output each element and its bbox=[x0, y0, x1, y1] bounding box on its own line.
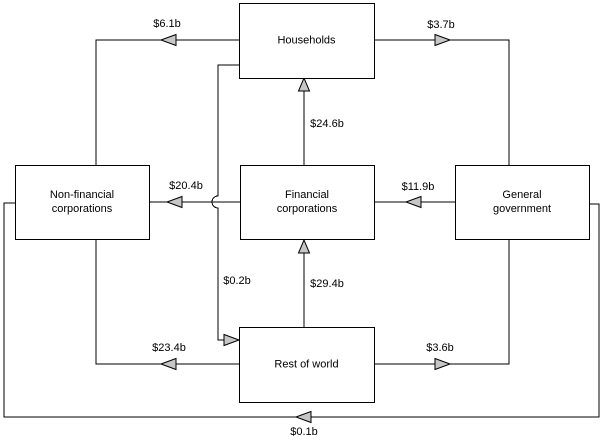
arrowhead-icon bbox=[297, 238, 311, 254]
node-label: Rest of world bbox=[274, 359, 338, 371]
node-label: General bbox=[502, 189, 541, 201]
flow-line bbox=[95, 39, 239, 165]
arrowhead-icon bbox=[165, 195, 183, 209]
flow-restofworld-to-nonfinancial bbox=[95, 239, 239, 371]
flow-households-to-restofworld bbox=[211, 64, 241, 347]
arrowhead-icon bbox=[297, 76, 311, 92]
flow-value-label-government-to-nonfinancial-loop: $0.1b bbox=[290, 426, 318, 438]
flow-value-label-government-to-financial: $11.9b bbox=[402, 181, 435, 193]
node-label: corporations bbox=[277, 203, 338, 215]
flow-value-label-households-to-government: $3.7b bbox=[427, 19, 455, 31]
node-label: corporations bbox=[52, 203, 113, 215]
arrowhead-icon bbox=[294, 410, 312, 424]
flow-government-to-financial bbox=[374, 195, 455, 209]
node-label: government bbox=[493, 203, 551, 215]
node-box bbox=[239, 3, 375, 79]
flow-line bbox=[95, 239, 239, 365]
arrowhead-icon bbox=[223, 333, 241, 347]
flow-value-label-financial-to-households: $24.6b bbox=[310, 118, 344, 130]
flow-value-label-households-to-nonfinancial: $6.1b bbox=[153, 18, 181, 30]
node-box bbox=[15, 165, 150, 240]
arrowhead-icon bbox=[434, 33, 452, 47]
node-non-financial-corporations: Non-financial corporations bbox=[15, 165, 150, 240]
arrowhead-icon bbox=[159, 357, 177, 371]
node-label: Households bbox=[277, 35, 336, 47]
flow-value-label-restofworld-to-financial: $29.4b bbox=[310, 278, 344, 290]
flow-government-to-nonfinancial-loop bbox=[3, 202, 600, 424]
node-general-government: General government bbox=[455, 165, 590, 240]
node-box bbox=[239, 327, 375, 403]
flow-restofworld-to-financial bbox=[297, 238, 311, 327]
node-label: Non-financial bbox=[50, 189, 114, 201]
node-box bbox=[240, 165, 375, 240]
flow-households-to-nonfinancial bbox=[95, 33, 239, 165]
flow-financial-to-nonfinancial bbox=[149, 195, 240, 209]
arrowhead-icon bbox=[404, 195, 422, 209]
node-rest-of-world: Rest of world bbox=[239, 327, 375, 403]
flow-value-label-households-to-restofworld: $0.2b bbox=[223, 275, 251, 287]
flow-line bbox=[211, 64, 239, 341]
node-box bbox=[455, 165, 590, 240]
flow-restofworld-to-government bbox=[374, 239, 510, 371]
flow-value-label-restofworld-to-nonfinancial: $23.4b bbox=[152, 342, 186, 354]
flow-households-to-government bbox=[374, 33, 510, 165]
flow-value-label-restofworld-to-government: $3.6b bbox=[426, 342, 454, 354]
flow-financial-to-households bbox=[297, 76, 311, 165]
node-label: Financial bbox=[285, 189, 329, 201]
flow-value-label-financial-to-nonfinancial: $20.4b bbox=[169, 180, 203, 192]
node-financial-corporations: Financial corporations bbox=[240, 165, 375, 240]
arrowhead-icon bbox=[434, 357, 452, 371]
flow-line bbox=[374, 39, 510, 165]
arrowhead-icon bbox=[159, 33, 177, 47]
node-households: Households bbox=[239, 3, 375, 79]
flow-line bbox=[374, 239, 510, 365]
